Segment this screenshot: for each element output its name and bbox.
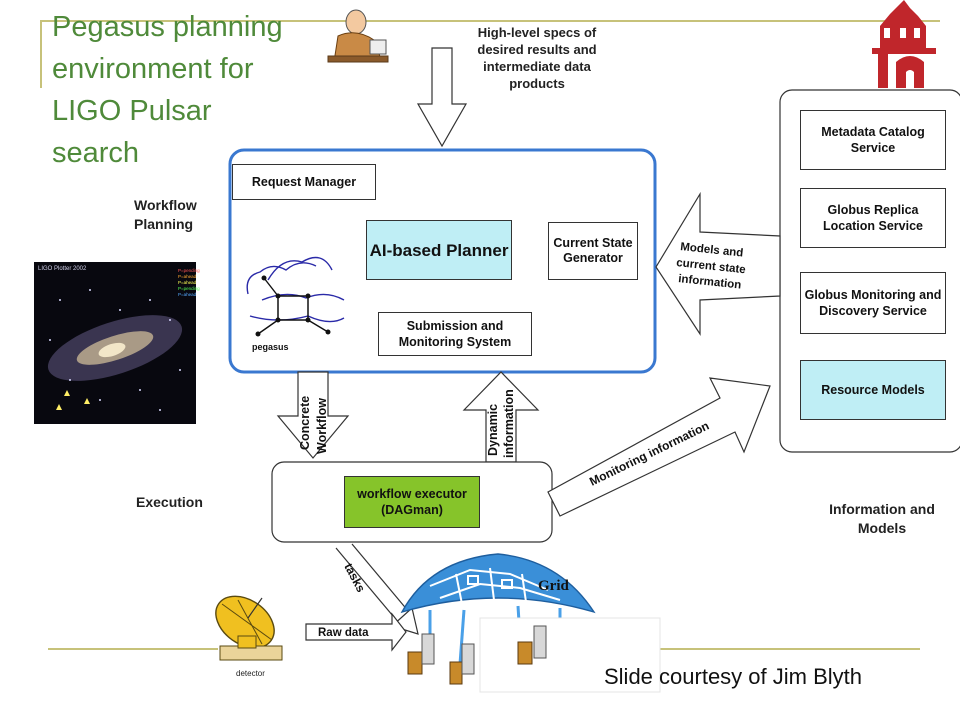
globus-replica-location-service-box: Globus Replica Location Service (800, 188, 946, 248)
bottom-rule-left (48, 648, 218, 650)
grid-label: Grid (538, 578, 569, 594)
workflow-executor-box: workflow executor (DAGman) (344, 476, 480, 528)
ligo-legend-2: P=ahead (178, 274, 197, 279)
grid-network-icon: Grid (400, 553, 661, 693)
dynamic-information-arrow (462, 371, 540, 463)
concrete-workflow-label-2: Workflow (315, 398, 329, 454)
slide-title: Pegasus planning environment for LIGO Pu… (52, 11, 283, 169)
person-at-desk-icon (327, 9, 389, 63)
ai-planner-box: AI-based Planner (366, 220, 512, 280)
raw-data-arrow (305, 612, 407, 652)
top-rule (40, 20, 940, 22)
pegasus-logo-label: pegasus (252, 342, 289, 352)
university-logo-icon (872, 0, 936, 88)
server-icon-1 (407, 633, 435, 675)
concrete-workflow-arrow (276, 371, 350, 459)
tasks-label: tasks (341, 561, 368, 595)
detector-label: detector (236, 669, 265, 678)
slide-credit: Slide courtesy of Jim Blyth (604, 664, 862, 689)
dynamic-information-label-2: information (502, 389, 516, 458)
pegasus-logo-icon (246, 256, 345, 337)
monitoring-info-arrow (547, 377, 771, 517)
specs-arrow (416, 47, 468, 148)
server-icon-2 (449, 643, 475, 685)
ligo-plotter-image: LIGO Plotter 2002 P=pending P=ahead P=ah… (34, 262, 200, 424)
models-info-arrow (655, 191, 781, 337)
raw-data-label: Raw data (318, 627, 369, 639)
ligo-legend-3: P=ahead (178, 280, 197, 285)
workflow-planning-label: Workflow Planning (134, 197, 197, 232)
metadata-catalog-service-box: Metadata Catalog Service (800, 110, 946, 170)
ligo-legend-1: P=pending (178, 268, 200, 273)
current-state-generator-box: Current State Generator (548, 222, 638, 280)
information-models-label: Information and Models (829, 501, 935, 536)
bottom-rule-right (660, 648, 920, 650)
ligo-legend-5: P=ahead (178, 292, 197, 297)
resource-models-box: Resource Models (800, 360, 946, 420)
ligo-plotter-header: LIGO Plotter 2002 (38, 266, 87, 272)
ligo-legend-4: P=pending (178, 286, 200, 291)
execution-label: Execution (136, 494, 203, 510)
globus-monitoring-discovery-service-box: Globus Monitoring and Discovery Service (800, 272, 946, 334)
specs-label: High-level specs of desired results and … (477, 25, 597, 91)
concrete-workflow-label-1: Concrete (298, 396, 312, 450)
monitoring-info-label: Monitoring information (587, 419, 711, 489)
submission-monitoring-box: Submission and Monitoring System (378, 312, 532, 356)
tasks-arrow (335, 543, 419, 635)
request-manager-box: Request Manager (232, 164, 376, 200)
dynamic-information-label-1: Dynamic (486, 404, 500, 456)
left-rule (40, 20, 42, 88)
server-icon-3 (517, 625, 547, 665)
detector-dish-icon (215, 595, 283, 661)
